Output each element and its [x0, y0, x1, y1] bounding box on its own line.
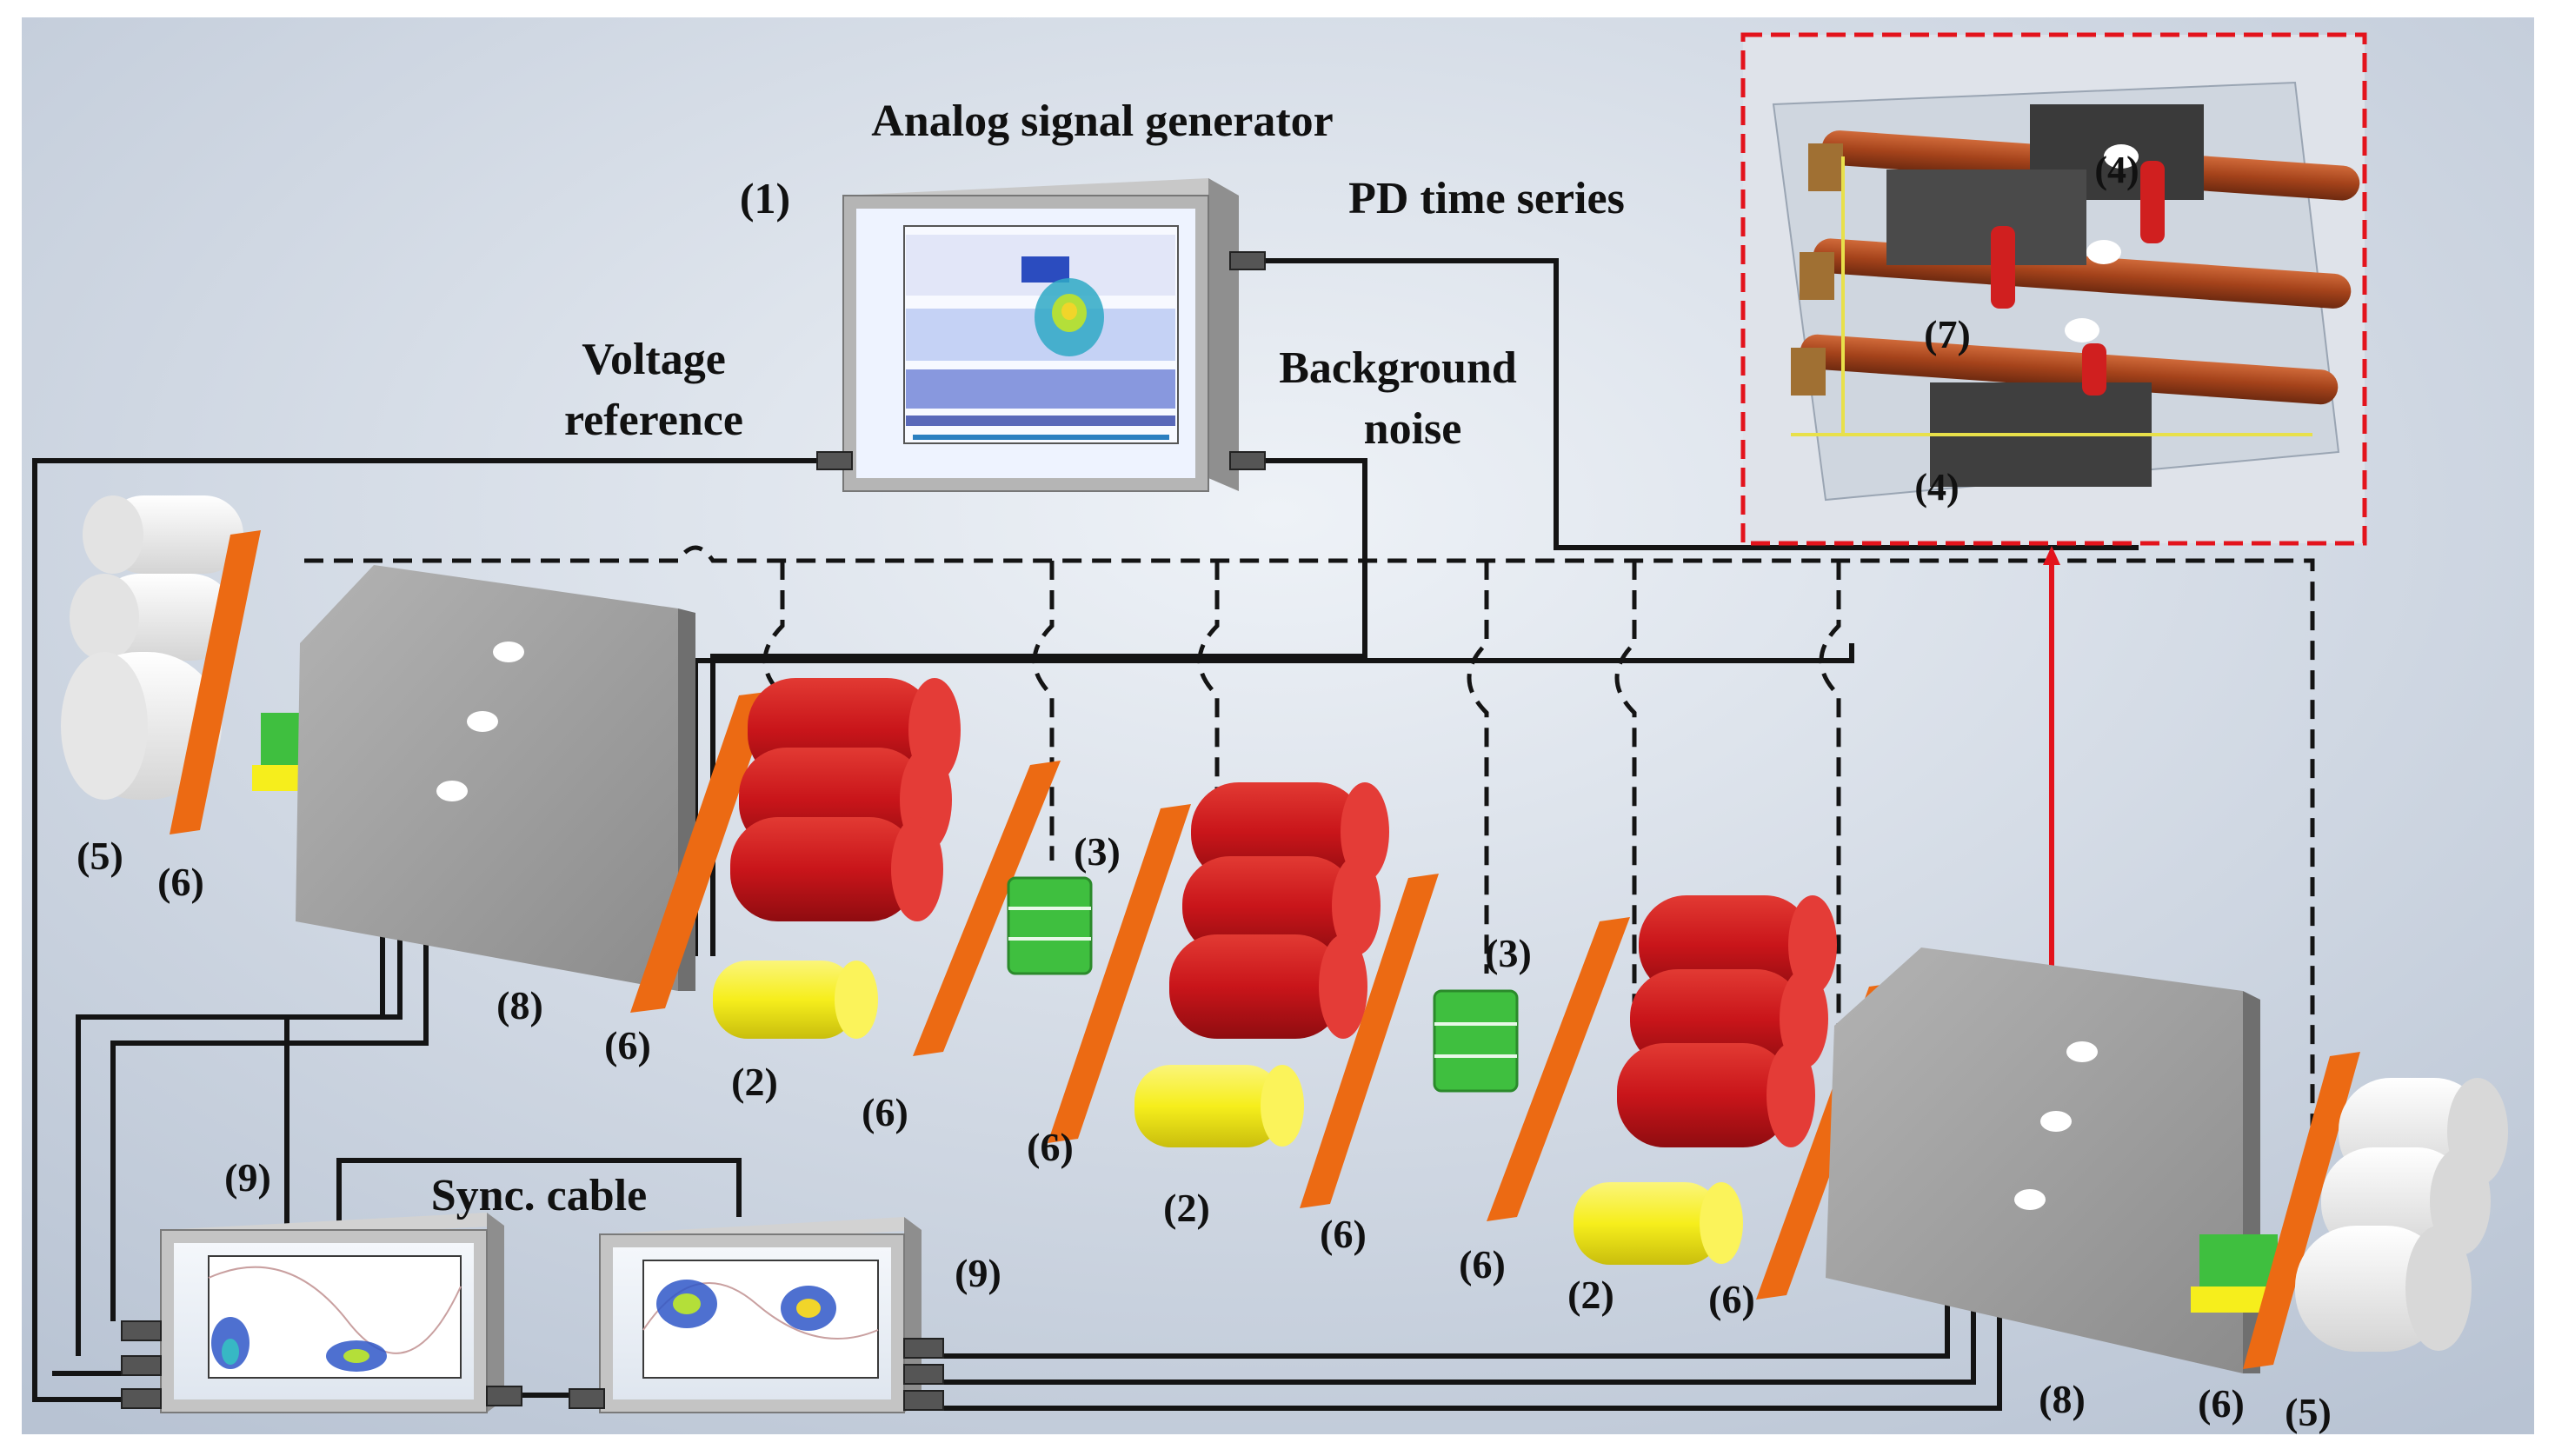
label-5-left: (5): [77, 834, 123, 878]
label-2: (2): [1163, 1186, 1210, 1230]
label-6: (6): [862, 1090, 908, 1134]
label-9-left: (9): [224, 1155, 271, 1200]
label-5-right: (5): [2285, 1390, 2332, 1434]
label-7: (7): [1924, 312, 1971, 356]
pd-analyzer-left: [121, 1213, 522, 1413]
support-bar: [1300, 874, 1439, 1208]
inset-border: [1740, 32, 2367, 546]
right-bushings: [2295, 1078, 2508, 1352]
left-termination-box: [296, 565, 695, 991]
left-bushings: [61, 495, 243, 800]
label-1: (1): [740, 174, 790, 223]
label-6: (6): [1708, 1277, 1755, 1321]
label-background-noise-2: noise: [1364, 404, 1462, 454]
right-coupling-unit: [2191, 1234, 2278, 1313]
impedance-unit: [1574, 1182, 1743, 1265]
label-6: (6): [157, 860, 204, 904]
label-voltage-reference-2: reference: [564, 396, 743, 445]
impedance-unit: [713, 961, 878, 1039]
analog-signal-generator: [816, 178, 1266, 492]
support-bar: [170, 530, 261, 834]
coupling-unit: [1007, 876, 1093, 975]
inset-link-arrow: [2043, 546, 2060, 565]
label-6: (6): [1027, 1125, 1074, 1169]
label-sync-cable: Sync. cable: [431, 1171, 647, 1220]
coupling-unit: [1433, 989, 1519, 1093]
label-4-bottom: (4): [1914, 466, 1959, 509]
impedance-unit: [1134, 1065, 1304, 1147]
label-8-left: (8): [496, 983, 543, 1027]
label-4-top: (4): [2094, 149, 2139, 191]
label-pd-time-series: PD time series: [1348, 174, 1625, 223]
label-6: (6): [1459, 1242, 1506, 1286]
label-3: (3): [1074, 829, 1121, 874]
support-bar: [2243, 1052, 2360, 1369]
pd-analyzer-right: [569, 1217, 944, 1413]
label-6: (6): [1320, 1212, 1367, 1256]
ground-cables-dashed: [304, 545, 2315, 1130]
support-bar: [630, 691, 774, 1013]
capacitor-stack: [1617, 895, 1837, 1147]
support-bar: [1048, 804, 1191, 1143]
label-8-right: (8): [2039, 1377, 2086, 1421]
label-3: (3): [1485, 931, 1532, 975]
gis-detail-inset: [1740, 32, 2367, 546]
label-voltage-reference-1: Voltage: [582, 335, 726, 384]
label-6: (6): [604, 1023, 651, 1067]
label-9-right: (9): [955, 1251, 1001, 1295]
label-2: (2): [1567, 1273, 1614, 1317]
support-bar: [913, 761, 1061, 1056]
capacitor-stack: [1169, 782, 1389, 1039]
capacitor-stack: [730, 678, 961, 921]
generator-title: Analog signal generator: [871, 96, 1334, 146]
label-6: (6): [2198, 1381, 2245, 1426]
label-background-noise-1: Background: [1279, 343, 1517, 393]
label-2: (2): [731, 1060, 778, 1104]
support-bar: [1487, 917, 1630, 1221]
